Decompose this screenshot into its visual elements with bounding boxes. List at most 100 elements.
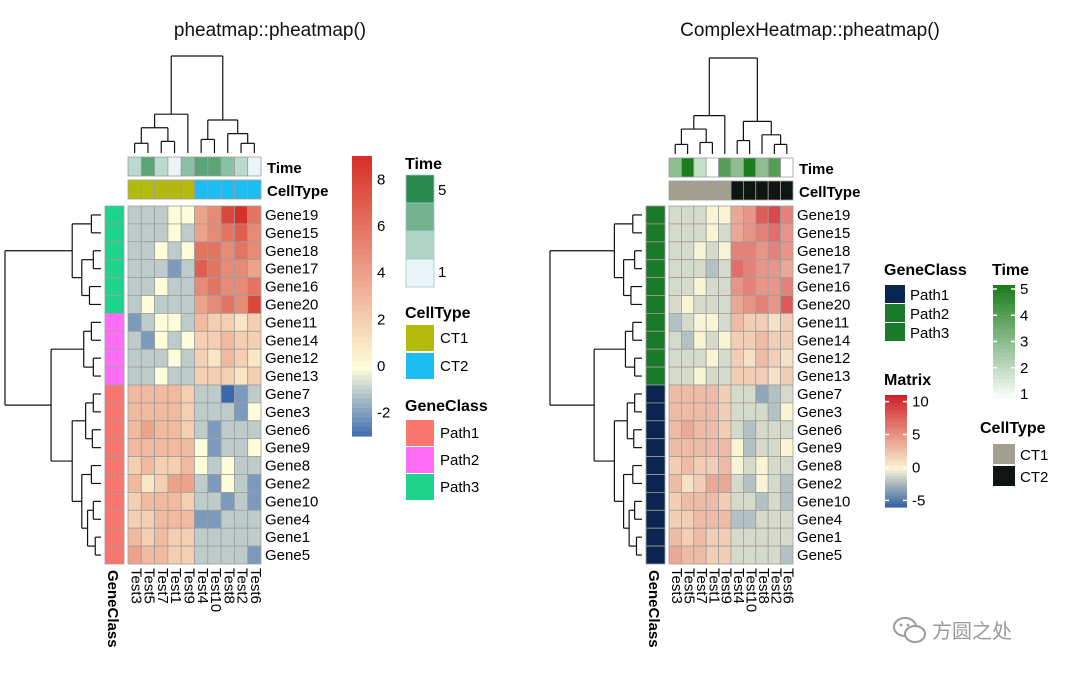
- heatmap-cell: [743, 312, 757, 332]
- heatmap-cell: [180, 545, 195, 565]
- row-label: Gene7: [265, 386, 310, 403]
- heatmap-cell: [718, 491, 732, 511]
- row-label: Gene13: [797, 368, 850, 385]
- heatmap-cell: [743, 402, 757, 422]
- time-legend-tick-label: 4: [1020, 307, 1028, 324]
- watermark: 方圆之处: [893, 617, 1012, 643]
- geneclass-annotation-cell: [645, 366, 666, 386]
- time-legend-tick-label: 3: [1020, 334, 1028, 351]
- heatmap-cell: [705, 348, 720, 368]
- heatmap-cell: [233, 259, 249, 279]
- heatmap-cell: [705, 384, 720, 404]
- heatmap-cell: [127, 474, 142, 493]
- color-scale-segment: [352, 347, 372, 353]
- matrix-legend-segment: [885, 409, 907, 413]
- heatmap-cell: [140, 366, 156, 386]
- heatmap-cell: [693, 438, 707, 458]
- time-legend-label: 1: [438, 264, 446, 281]
- heatmap-cell: [693, 348, 707, 368]
- heatmap-cell: [780, 438, 794, 458]
- row-label: Gene2: [265, 475, 310, 492]
- geneclass-annotation-cell: [645, 384, 666, 404]
- heatmap-cell: [154, 402, 169, 422]
- heatmap-cell: [207, 491, 222, 511]
- heatmap-cell: [140, 295, 156, 314]
- color-scale-segment: [352, 403, 372, 409]
- heatmap-cell: [220, 223, 235, 243]
- heatmap-cell: [767, 384, 782, 404]
- color-scale-segment: [352, 254, 372, 260]
- heatmap-cell: [705, 312, 720, 332]
- row-label: Gene9: [265, 440, 310, 457]
- column-label: Test5: [141, 568, 158, 604]
- left-chart-title: pheatmap::pheatmap(): [174, 20, 366, 41]
- celltype-annotation-cell: [693, 180, 707, 201]
- heatmap-cell: [127, 509, 142, 529]
- heatmap-cell: [127, 312, 142, 332]
- heatmap-cell: [668, 241, 682, 261]
- heatmap-cell: [194, 384, 209, 404]
- heatmap-cell: [167, 330, 182, 350]
- row-label: Gene5: [265, 547, 310, 564]
- heatmap-cell: [180, 456, 195, 475]
- matrix-legend-segment: [885, 481, 907, 486]
- heatmap-cell: [233, 456, 249, 475]
- heatmap-cell: [247, 438, 262, 458]
- heatmap-cell: [207, 545, 222, 565]
- heatmap-cell: [743, 259, 757, 279]
- heatmap-cell: [730, 277, 744, 296]
- heatmap-cell: [207, 366, 222, 386]
- celltype-legend-title: CellType: [405, 305, 471, 322]
- celltype-annotation-cell: [730, 180, 744, 201]
- heatmap-cell: [194, 491, 209, 511]
- time-legend-swatch: [405, 230, 435, 260]
- color-scale-segment: [352, 431, 372, 437]
- color-scale-segment: [352, 272, 372, 278]
- heatmap-cell: [705, 545, 720, 565]
- heatmap-cell: [705, 277, 720, 296]
- heatmap-cell: [140, 527, 156, 547]
- time-annotation-cell: [730, 157, 744, 178]
- time-legend-segment: [993, 326, 1015, 331]
- row-label: Gene5: [797, 547, 842, 564]
- heatmap-cell: [167, 402, 182, 422]
- matrix-legend-segment: [885, 420, 907, 424]
- matrix-legend-tick-label: 5: [912, 427, 920, 444]
- time-legend-label: 5: [438, 182, 446, 199]
- celltype-annotation-cell: [127, 179, 142, 200]
- heatmap-cell: [180, 384, 195, 404]
- heatmap-cell: [180, 330, 195, 350]
- heatmap-cell: [180, 241, 195, 261]
- heatmap-cell: [233, 474, 249, 493]
- heatmap-cell: [247, 474, 262, 493]
- heatmap-cell: [207, 384, 222, 404]
- heatmap-cell: [167, 527, 182, 547]
- color-scale-segment: [352, 240, 372, 246]
- matrix-legend-segment: [885, 476, 907, 480]
- heatmap-cell: [207, 259, 222, 279]
- heatmap-cell: [767, 223, 782, 243]
- heatmap-cell: [220, 474, 235, 493]
- color-scale-segment: [352, 366, 372, 372]
- column-label: Test5: [681, 568, 698, 604]
- heatmap-cell: [127, 527, 142, 547]
- heatmap-cell: [681, 205, 695, 225]
- heatmap-cell: [220, 295, 235, 314]
- time-legend-segment: [993, 352, 1015, 358]
- heatmap-cell: [743, 420, 757, 440]
- geneclass-annotation-cell: [645, 509, 666, 529]
- row-label: Gene19: [265, 207, 318, 224]
- time-legend-segment: [993, 292, 1015, 297]
- heatmap-cell: [780, 420, 794, 440]
- heatmap-cell: [693, 330, 707, 350]
- heatmap-cell: [718, 223, 732, 243]
- geneclass-annotation-cell: [104, 491, 125, 511]
- heatmap-cell: [718, 474, 732, 493]
- time-annotation-cell: [693, 157, 707, 178]
- heatmap-cell: [767, 205, 782, 225]
- color-scale-segment: [352, 398, 372, 404]
- color-scale-segment: [352, 193, 372, 199]
- heatmap-cell: [668, 295, 682, 314]
- heatmap-cell: [780, 277, 794, 296]
- celltype-annotation-cell: [167, 179, 182, 200]
